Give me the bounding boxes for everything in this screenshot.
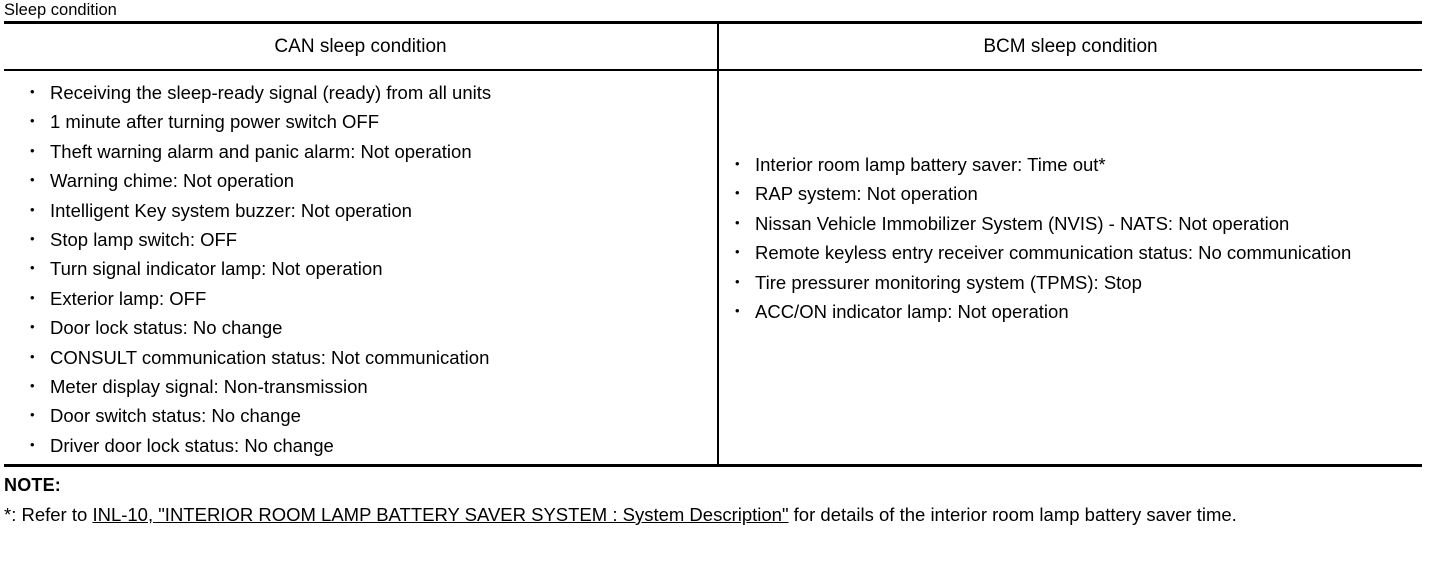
note-prefix: *: Refer to	[4, 504, 93, 525]
list-item: CONSULT communication status: Not commun…	[4, 342, 709, 372]
can-sleep-condition-list: Receiving the sleep-ready signal (ready)…	[4, 77, 709, 460]
table-top-rule	[4, 21, 1422, 24]
list-item: Interior room lamp battery saver: Time o…	[719, 149, 1419, 179]
table-bottom-rule	[4, 464, 1422, 467]
list-item: ACC/ON indicator lamp: Not operation	[719, 296, 1419, 326]
list-item: Warning chime: Not operation	[4, 165, 709, 195]
list-item: Nissan Vehicle Immobilizer System (NVIS)…	[719, 208, 1419, 238]
note-reference-link[interactable]: INL-10, "INTERIOR ROOM LAMP BATTERY SAVE…	[92, 504, 789, 525]
list-item: Tire pressurer monitoring system (TPMS):…	[719, 267, 1419, 297]
can-sleep-condition-cell: Receiving the sleep-ready signal (ready)…	[4, 77, 709, 460]
note-body: *: Refer to INL-10, "INTERIOR ROOM LAMP …	[4, 500, 1432, 529]
list-item: Stop lamp switch: OFF	[4, 224, 709, 254]
list-item: Door switch status: No change	[4, 400, 709, 430]
list-item: Door lock status: No change	[4, 312, 709, 342]
bcm-sleep-condition-list: Interior room lamp battery saver: Time o…	[719, 149, 1419, 326]
table-header-rule	[4, 69, 1422, 71]
column-header-bcm: BCM sleep condition	[983, 36, 1158, 57]
list-item: Theft warning alarm and panic alarm: Not…	[4, 136, 709, 166]
list-item: RAP system: Not operation	[719, 178, 1419, 208]
list-item: Meter display signal: Non-transmission	[4, 371, 709, 401]
note-suffix: for details of the interior room lamp ba…	[788, 504, 1237, 525]
list-item: Receiving the sleep-ready signal (ready)…	[4, 77, 709, 107]
column-header-can: CAN sleep condition	[274, 36, 447, 57]
note-block: NOTE: *: Refer to INL-10, "INTERIOR ROOM…	[4, 470, 1434, 529]
list-item: 1 minute after turning power switch OFF	[4, 106, 709, 136]
table-column-divider	[717, 21, 719, 467]
list-item: Exterior lamp: OFF	[4, 283, 709, 313]
list-item: Driver door lock status: No change	[4, 430, 709, 460]
list-item: Intelligent Key system buzzer: Not opera…	[4, 195, 709, 225]
list-item: Remote keyless entry receiver communicat…	[719, 237, 1419, 267]
bcm-sleep-condition-cell: Interior room lamp battery saver: Time o…	[719, 149, 1419, 326]
list-item: Turn signal indicator lamp: Not operatio…	[4, 253, 709, 283]
table-caption: Sleep condition	[4, 0, 119, 22]
note-title: NOTE:	[4, 475, 61, 495]
